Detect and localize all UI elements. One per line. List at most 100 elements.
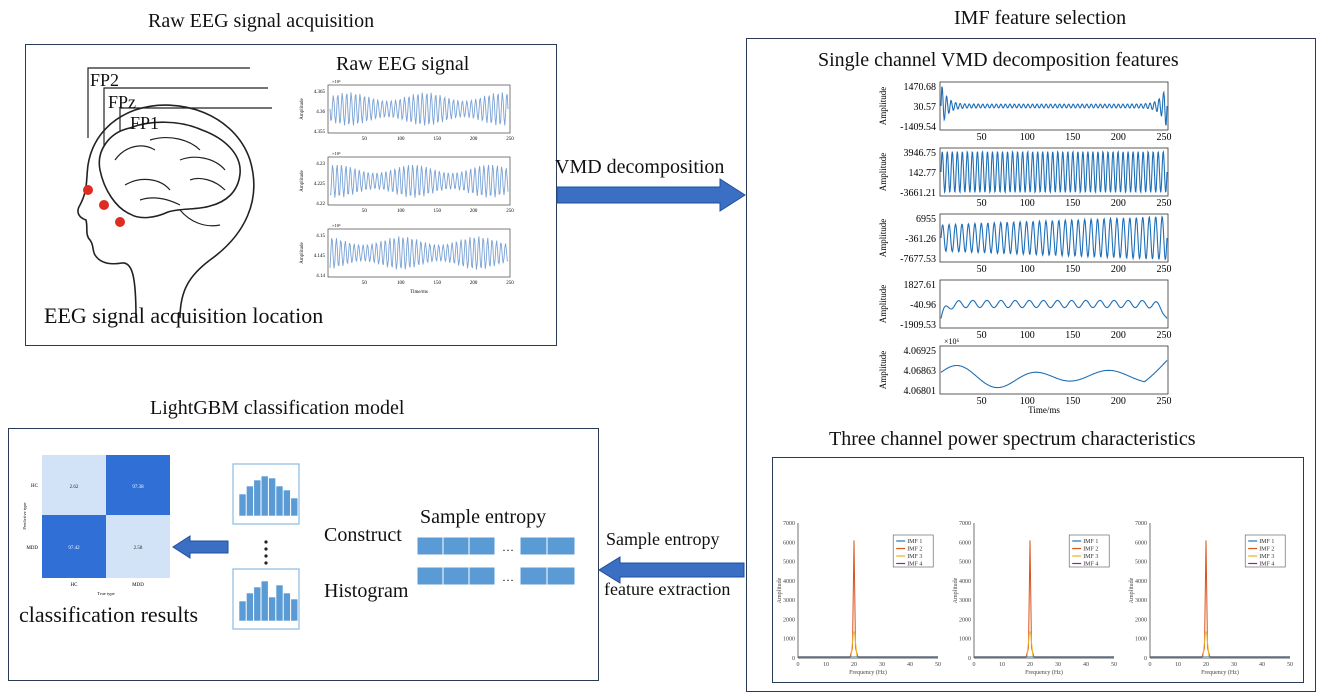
psd-x-axis-label: Frequency (Hz) [1201,669,1239,676]
vmd-x-axis-label: Time/ms [1028,405,1060,415]
vmd-y-tick: 4.06925 [904,346,937,357]
vmd-y-tick: -1409.54 [900,122,936,133]
vmd-x-tick: 50 [977,330,987,341]
vmd-y-tick: -1909.53 [900,320,936,331]
raw-eeg-trace [329,92,509,126]
entropy-ellipsis-1: … [502,540,514,554]
raw-y-tick: 4.365 [314,90,326,95]
vmd-x-tick: 100 [1020,396,1035,407]
psd-y-tick: 1000 [1135,637,1147,643]
histogram-top [238,475,299,517]
vmd-x-tick: 200 [1111,198,1126,209]
cm-cell-hc-hc [42,455,106,515]
cm-col-label-mdd: MDD [132,583,144,588]
raw-y-axis-label: Amplitude [300,242,305,264]
fp1-electrode [115,217,125,227]
sample-entropy-label: Sample entropy [420,506,547,528]
psd-y-tick: 5000 [783,560,795,566]
construct-label: Construct [324,524,402,546]
vmd-arrow [556,178,746,212]
histogram-bottom [238,580,299,622]
vmd-y-tick: -40.96 [910,300,936,311]
psd-legend-label: IMF 3 [1259,554,1274,560]
psd-x-tick: 50 [1287,662,1293,668]
psd-y-tick: 1000 [783,637,795,643]
psd-x-tick: 30 [1231,662,1237,668]
vmd-imf-trace [940,360,1168,389]
psd-y-tick: 3000 [783,598,795,604]
histogram-bar [246,592,254,622]
vmd-imf-plot-2: 3946.75 142.77 -3661.21 Amplitude 50 100 150 20… [878,147,1172,209]
raw-x-tick: 100 [397,281,405,286]
psd-imf2-trace [974,540,1114,658]
vmd-x-tick: 100 [1020,198,1035,209]
vmd-y-tick: 1827.61 [904,280,937,291]
fp2-electrode [83,185,93,195]
psd-legend [892,534,934,568]
vmd-x-tick: 250 [1157,264,1172,275]
histogram-bar [238,493,247,517]
psd-x-tick: 10 [999,662,1005,668]
raw-y-tick: 4.22 [316,202,325,207]
vmd-x-tick: 250 [1157,396,1172,407]
raw-x-tick: 50 [362,281,368,286]
sample-entropy-arrow-label-1: Sample entropy [606,529,720,549]
vmd-x-tick: 50 [977,198,987,209]
vmd-y-tick: 142.77 [909,168,937,179]
vmd-x-tick: 250 [1157,132,1172,143]
vmd-x-tick: 50 [977,264,987,275]
histogram-bar [290,497,299,517]
histogram-bar [283,489,291,517]
cm-x-axis-label: True type [97,591,114,596]
psd-legend-label: IMF 2 [1083,547,1098,553]
psd-y-tick: 4000 [783,579,795,585]
raw-x-tick: 100 [397,137,405,142]
cm-cell-hc-mdd [106,455,170,515]
electrode-label-fpz: FPz [108,92,137,112]
psd-imf3-trace [850,631,858,658]
vmd-x-tick: 100 [1020,132,1035,143]
vmd-y-tick: -3661.21 [900,188,936,199]
vmd-plot-frame [939,345,1169,395]
entropy-vectors: … … [416,536,576,586]
vmd-y-tick: 30.57 [914,102,937,113]
entropy-ellipsis-2: … [502,570,514,584]
raw-x-tick: 200 [470,281,478,286]
psd-y-tick: 3000 [1135,598,1147,604]
raw-exponent: ×10⁶ [332,151,341,156]
vmd-x-tick: 150 [1065,198,1080,209]
psd-title: Three channel power spectrum characteris… [829,428,1196,450]
psd-x-axis-label: Frequency (Hz) [1025,669,1063,676]
histogram-bar [275,584,284,622]
raw-y-tick: 4.225 [314,182,326,187]
raw-x-tick: 100 [397,209,405,214]
vmd-x-tick: 200 [1111,264,1126,275]
histogram-bar [268,477,276,517]
histogram-bar [238,600,247,622]
vmd-x-tick: 200 [1111,396,1126,407]
raw-y-tick: 4.36 [316,110,325,115]
raw-x-tick: 50 [362,209,368,214]
raw-y-tick: 4.23 [316,162,325,167]
sample-entropy-arrow [598,556,745,584]
raw-x-tick: 50 [362,137,368,142]
vmd-decomposition-label: VMD decomposition [555,156,725,178]
confusion-matrix: 2.62 97.38 97.42 2.58 HC MDD HC MDD True… [22,455,170,596]
psd-x-tick: 0 [797,662,800,668]
psd-legend-label: IMF 1 [907,539,922,545]
vmd-x-tick: 150 [1065,396,1080,407]
psd-x-tick: 20 [1027,662,1033,668]
psd-y-tick: 5000 [1135,560,1147,566]
psd-y-axis-label: Amplitude [953,577,959,603]
vmd-y-axis-label: Amplitude [878,153,888,192]
vmd-x-tick: 200 [1111,330,1126,341]
raw-y-tick: 4.14 [316,274,325,279]
brain-shape [98,121,241,219]
vmd-y-tick: 3946.75 [904,148,937,159]
psd-x-tick: 50 [935,662,941,668]
raw-eeg-trace [329,236,509,270]
